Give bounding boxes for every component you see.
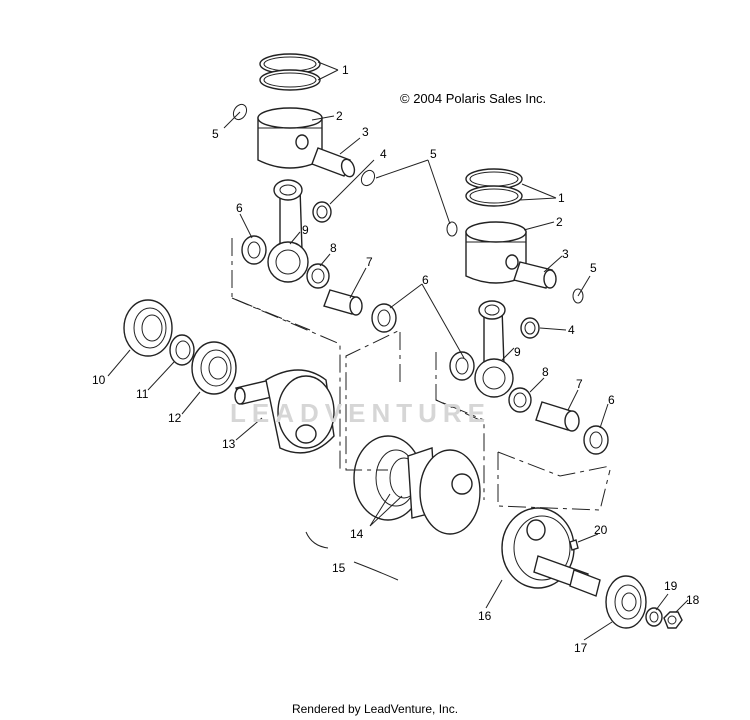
right-connecting-rod bbox=[474, 300, 514, 398]
callout-9: 9 bbox=[514, 345, 521, 359]
callout-8: 8 bbox=[542, 365, 549, 379]
upper-thrust-washer-right bbox=[371, 303, 397, 333]
leader-lines bbox=[107, 61, 689, 641]
right-crank-pin bbox=[535, 401, 580, 432]
footer-credit: Rendered by LeadVenture, Inc. bbox=[291, 702, 459, 716]
upper-piston bbox=[257, 107, 323, 169]
crank-nut bbox=[663, 611, 683, 629]
right-circlip-left bbox=[446, 221, 458, 237]
copyright-notice: © 2004 Polaris Sales Inc. bbox=[400, 91, 547, 106]
watermark: LEADVENTURE bbox=[230, 398, 492, 428]
upper-piston-pin bbox=[311, 147, 356, 178]
upper-big-end-bearing bbox=[306, 263, 330, 289]
upper-small-end-bearing bbox=[312, 201, 332, 223]
callout-10: 10 bbox=[92, 373, 106, 387]
callout-labels: 1 2 3 4 5 5 6 9 8 7 6 1 2 3 5 4 9 8 7 6 … bbox=[92, 63, 700, 655]
callout-4: 4 bbox=[568, 323, 575, 337]
callout-4: 4 bbox=[380, 147, 387, 161]
callout-9: 9 bbox=[302, 223, 309, 237]
right-thrust-washer-right bbox=[583, 425, 609, 455]
right-thrust-washer-left bbox=[449, 351, 475, 381]
upper-thrust-washer-left bbox=[241, 235, 267, 265]
upper-circlip-right bbox=[360, 169, 376, 187]
callout-3: 3 bbox=[362, 125, 369, 139]
callout-17: 17 bbox=[574, 641, 588, 655]
woodruff-key bbox=[569, 539, 579, 551]
callout-2: 2 bbox=[336, 109, 343, 123]
callout-19: 19 bbox=[664, 579, 678, 593]
left-main-bearing bbox=[123, 299, 173, 357]
callout-20: 20 bbox=[594, 523, 608, 537]
right-crank-half bbox=[501, 507, 601, 597]
callout-2: 2 bbox=[556, 215, 563, 229]
right-big-end-bearing bbox=[508, 387, 532, 413]
callout-7: 7 bbox=[366, 255, 373, 269]
callout-1: 1 bbox=[342, 63, 349, 77]
callout-6: 6 bbox=[608, 393, 615, 407]
callout-6: 6 bbox=[236, 201, 243, 215]
left-crank-half bbox=[234, 369, 335, 454]
callout-1: 1 bbox=[558, 191, 565, 205]
callout-14: 14 bbox=[350, 527, 364, 541]
left-inner-bearing bbox=[191, 341, 237, 395]
callout-3: 3 bbox=[562, 247, 569, 261]
upper-crank-pin bbox=[323, 289, 363, 316]
callout-12: 12 bbox=[168, 411, 182, 425]
assembly-lines bbox=[231, 238, 611, 511]
left-seal-ring bbox=[169, 334, 195, 366]
callout-8: 8 bbox=[330, 241, 337, 255]
callout-15: 15 bbox=[332, 561, 346, 575]
right-small-end-bearing bbox=[520, 317, 540, 339]
callout-16: 16 bbox=[478, 609, 492, 623]
right-piston bbox=[465, 221, 527, 284]
upper-circlip-left bbox=[232, 103, 248, 121]
upper-connecting-rod bbox=[267, 179, 309, 283]
callout-13: 13 bbox=[222, 437, 236, 451]
callout-18: 18 bbox=[686, 593, 700, 607]
right-main-bearing bbox=[605, 575, 647, 629]
callout-11: 11 bbox=[136, 387, 149, 401]
right-piston-rings bbox=[465, 168, 523, 207]
callout-5: 5 bbox=[430, 147, 437, 161]
callout-6: 6 bbox=[422, 273, 429, 287]
right-circlip-right bbox=[572, 288, 584, 304]
upper-piston-rings bbox=[259, 53, 321, 91]
center-crank-assembly bbox=[353, 435, 481, 535]
callout-5: 5 bbox=[212, 127, 219, 141]
right-piston-pin bbox=[513, 261, 557, 289]
right-washer bbox=[645, 607, 663, 627]
callout-5: 5 bbox=[590, 261, 597, 275]
callout-7: 7 bbox=[576, 377, 583, 391]
